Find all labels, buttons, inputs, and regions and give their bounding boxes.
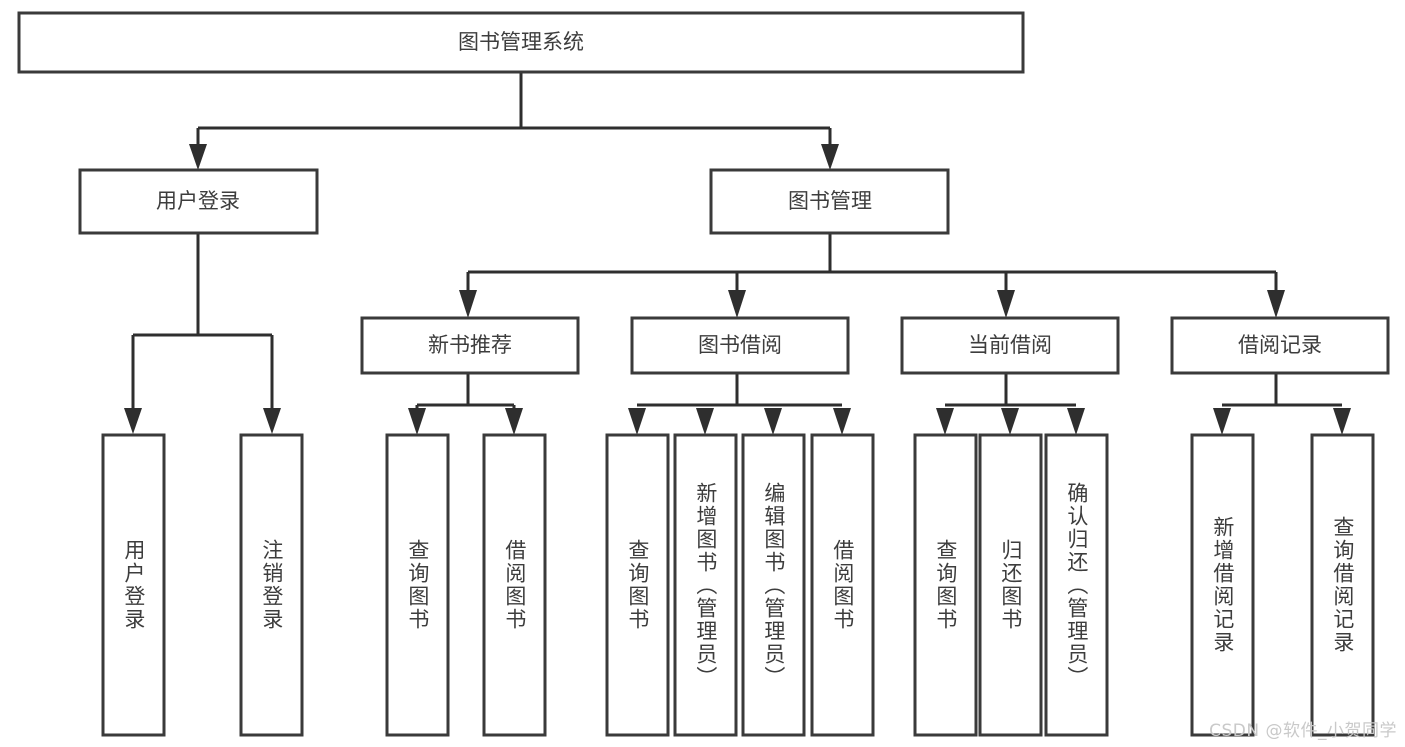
node-book-borrow-label: 图书借阅 <box>698 333 782 357</box>
arrow-to-current-borrow <box>997 290 1015 318</box>
node-leaf-confirm-return[interactable] <box>1044 433 1109 737</box>
node-leaf-query-book-2[interactable] <box>605 433 670 737</box>
arrow-to-leaf-user-logout <box>263 408 281 434</box>
arrow-to-book-manage <box>821 144 839 170</box>
node-root-label: 图书管理系统 <box>458 30 584 54</box>
node-book-manage-label: 图书管理 <box>788 189 872 213</box>
node-leaf-add-book[interactable] <box>673 433 738 737</box>
node-borrow-record[interactable] <box>1170 316 1390 375</box>
arrow-to-borrow-record <box>1267 290 1285 318</box>
arrow-to-leaf-add-book <box>696 408 714 435</box>
node-root[interactable] <box>17 11 1025 74</box>
edge-group <box>124 72 1351 435</box>
node-book-borrow[interactable] <box>630 316 850 375</box>
node-leaf-borrow-book-2[interactable] <box>810 433 875 737</box>
node-leaf-user-logout[interactable] <box>239 433 304 737</box>
watermark-text: CSDN @软件_小贺同学 <box>1209 721 1397 741</box>
arrow-to-leaf-query-book-2 <box>628 408 646 435</box>
node-user-login[interactable] <box>78 168 319 235</box>
arrow-to-leaf-query-book-1 <box>408 408 426 435</box>
arrow-to-leaf-return-book <box>1001 408 1019 435</box>
node-borrow-record-label: 借阅记录 <box>1238 333 1322 357</box>
arrow-to-user-login <box>189 144 207 170</box>
node-leaf-query-record[interactable] <box>1310 433 1375 737</box>
node-leaf-query-book-3[interactable] <box>913 433 978 737</box>
arrow-to-new-book-recommend <box>459 290 477 318</box>
node-user-login-label: 用户登录 <box>156 189 240 213</box>
node-group: 图书管理系统 用户登录 图书管理 新书推荐 图书借阅 当前借阅 借阅记录 <box>17 11 1390 737</box>
node-leaf-borrow-book-1[interactable] <box>482 433 547 737</box>
arrow-to-leaf-query-record <box>1333 408 1351 435</box>
node-current-borrow[interactable] <box>900 316 1120 375</box>
node-new-book-recommend[interactable] <box>360 316 580 375</box>
node-current-borrow-label: 当前借阅 <box>968 333 1052 357</box>
node-book-manage[interactable] <box>709 168 950 235</box>
node-leaf-add-record[interactable] <box>1190 433 1255 737</box>
arrow-to-leaf-borrow-book-1 <box>505 408 523 435</box>
arrow-to-book-borrow <box>728 290 746 318</box>
arrow-to-leaf-borrow-book-2 <box>833 408 851 435</box>
arrow-to-leaf-edit-book <box>764 408 782 435</box>
node-leaf-query-book-1[interactable] <box>385 433 450 737</box>
node-leaf-edit-book[interactable] <box>741 433 806 737</box>
arrow-to-leaf-user-login <box>124 408 142 434</box>
arrow-to-leaf-query-book-3 <box>936 408 954 435</box>
node-leaf-user-login[interactable] <box>101 433 166 737</box>
node-leaf-return-book[interactable] <box>978 433 1043 737</box>
node-new-book-recommend-label: 新书推荐 <box>428 333 512 357</box>
arrow-to-leaf-confirm-return <box>1067 408 1085 435</box>
arrow-to-leaf-add-record <box>1213 408 1231 435</box>
